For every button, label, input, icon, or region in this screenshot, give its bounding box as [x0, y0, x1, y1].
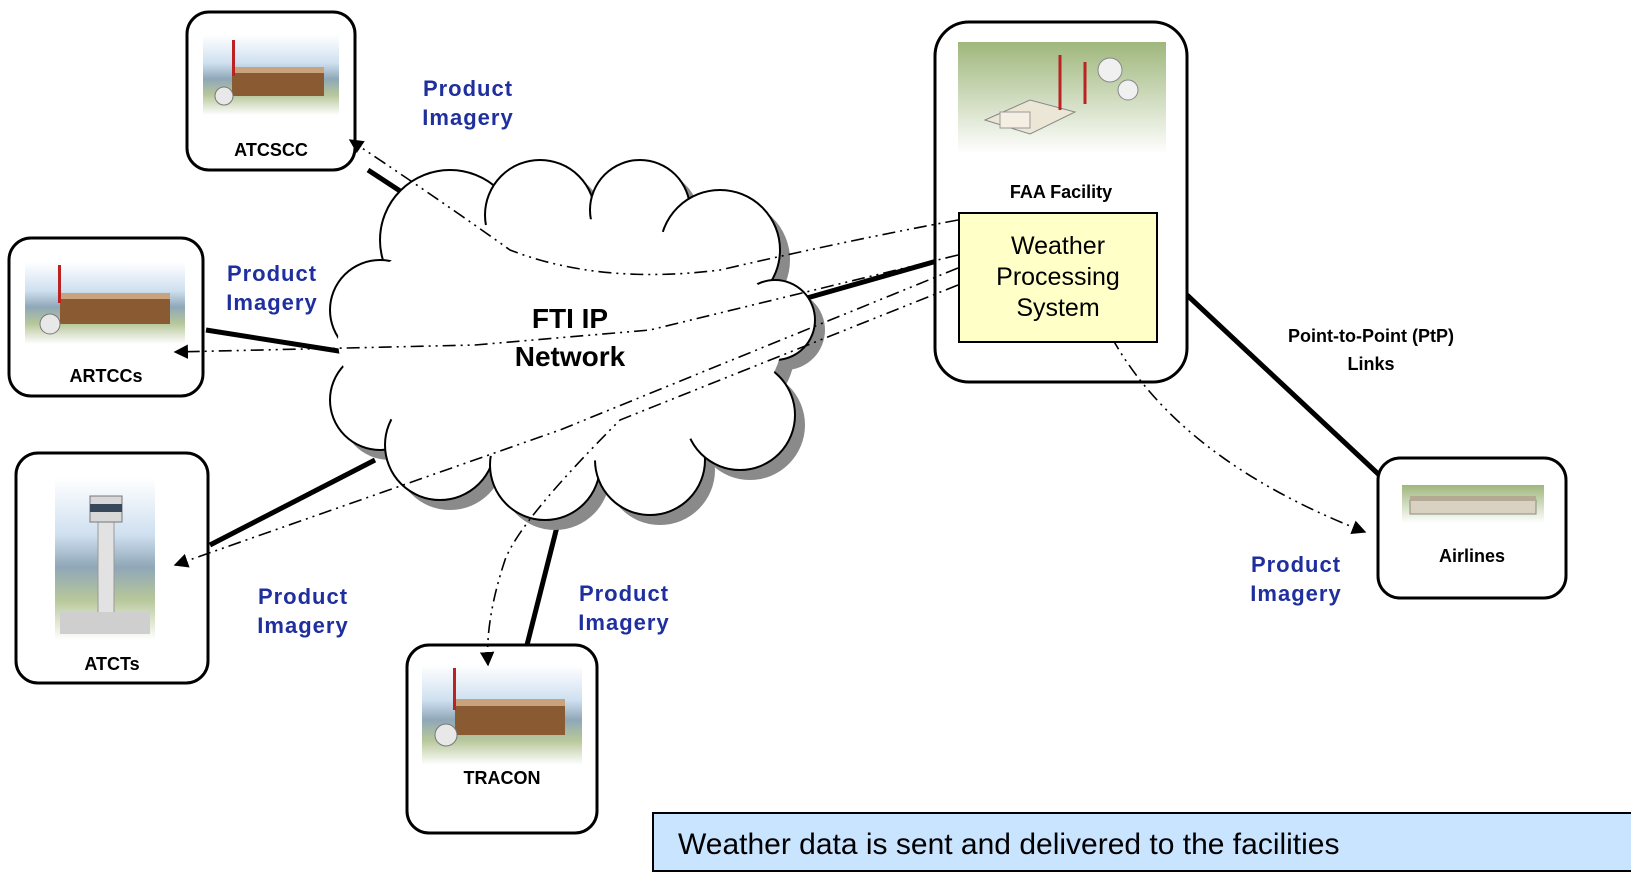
product-imagery-line2: Imagery — [226, 290, 318, 315]
cloud-label-line1: FTI IP — [531, 303, 609, 334]
summary-callout: Weather data is sent and delivered to th… — [652, 812, 1631, 872]
link-airlines — [1185, 293, 1392, 487]
atcts-image — [55, 478, 155, 640]
data-flows — [173, 139, 1367, 667]
product-imagery-line1: Product — [257, 584, 349, 609]
callout-text: Weather data is sent and delivered to th… — [678, 828, 1340, 861]
product-imagery-line2: Imagery — [257, 613, 349, 638]
product-imagery-artccs: Product Imagery — [202, 259, 342, 317]
faa-facility-label: FAA Facility — [1009, 182, 1113, 202]
link-faa — [799, 252, 959, 303]
link-atcts — [208, 457, 377, 548]
ptp-links-line1: Point-to-Point (PtP) — [1288, 326, 1454, 346]
product-imagery-atcts: Product Imagery — [233, 582, 373, 640]
product-imagery-line2: Imagery — [578, 610, 670, 635]
box-airlines — [1376, 456, 1568, 600]
ptp-links-label: Point-to-Point (PtP) Links — [1226, 322, 1516, 378]
solid-links — [205, 167, 1392, 646]
atcscc-image — [203, 35, 339, 115]
product-imagery-tracon: Product Imagery — [554, 579, 694, 637]
product-imagery-line2: Imagery — [1250, 581, 1342, 606]
artccs-image — [25, 262, 185, 344]
atcts-label: ATCTs — [84, 654, 140, 674]
airlines-image — [1402, 485, 1544, 523]
weather-processing-system-box: Weather Processing System — [958, 212, 1158, 343]
ptp-links-line2: Links — [1347, 354, 1395, 374]
network-diagram — [7, 10, 1568, 835]
wps-line2: Processing — [996, 263, 1120, 291]
tracon-label: TRACON — [463, 768, 541, 788]
faa-facility-image — [958, 42, 1166, 154]
product-imagery-line2: Imagery — [422, 105, 514, 130]
product-imagery-atcscc: Product Imagery — [398, 74, 538, 132]
product-imagery-line1: Product — [578, 581, 670, 606]
wps-line1: Weather — [1010, 232, 1106, 260]
flow-artccs — [173, 254, 959, 359]
artccs-label: ARTCCs — [69, 366, 143, 386]
cloud-label: FTI IP Network — [470, 300, 670, 376]
product-imagery-airlines: Product Imagery — [1226, 550, 1366, 608]
flow-airlines — [1111, 337, 1367, 535]
wps-line3: System — [1016, 294, 1100, 322]
product-imagery-line1: Product — [1250, 552, 1342, 577]
flow-tracon — [479, 284, 959, 667]
cloud-label-line2: Network — [514, 341, 626, 372]
atcscc-label: ATCSCC — [234, 140, 308, 160]
tracon-image — [422, 665, 582, 765]
flow-atcscc — [348, 139, 959, 276]
airlines-label: Airlines — [1438, 546, 1506, 566]
link-tracon — [524, 514, 563, 646]
product-imagery-line1: Product — [226, 261, 318, 286]
cloud-body — [338, 218, 782, 462]
product-imagery-line1: Product — [422, 76, 514, 101]
